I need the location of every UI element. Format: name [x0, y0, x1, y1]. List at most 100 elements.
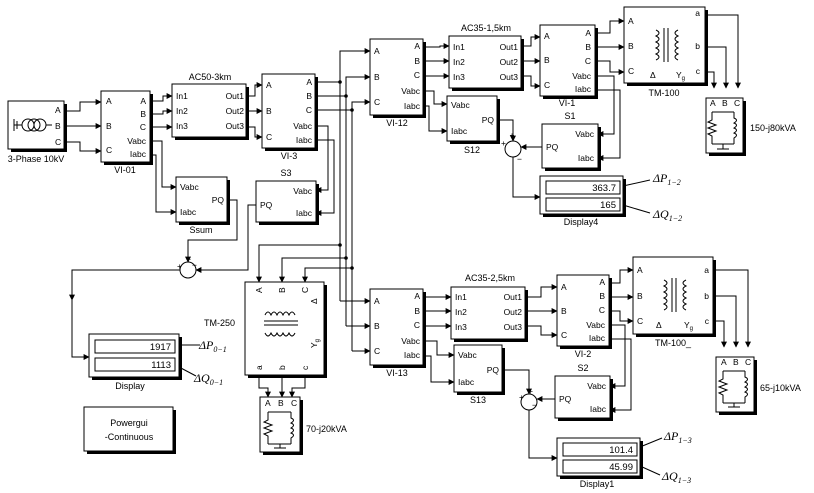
load-70-block[interactable]: A B C 70-j20kVA [259, 396, 347, 455]
load65-rl-icon [717, 370, 748, 408]
tm100-wye-symbol: Yg [676, 70, 685, 82]
sum01-minus: − [192, 260, 197, 270]
tm-250-transformer[interactable]: A B C a b c Δ Yg TM-250 [204, 281, 327, 378]
s2-in-i: Iabc [590, 404, 607, 414]
ac50-out3: Out3 [226, 121, 245, 131]
ac35-2-out1: Out1 [504, 292, 523, 302]
vi3-out-b: B [306, 91, 312, 101]
tm100-port-a2: a [695, 8, 700, 18]
load-65-block[interactable]: A B C 65-j10kVA [715, 356, 801, 415]
s3-label: S3 [280, 168, 291, 178]
ac35-1-line-block[interactable]: AC35-1,5km In1 In2 In3 Out1 Out2 Out3 [448, 23, 524, 91]
tm100-delta-symbol: Δ [650, 70, 656, 80]
s12-pq-block[interactable]: Vabc PQ Iabc S12 [446, 95, 500, 155]
ac50-in1: In1 [176, 91, 188, 101]
tm250-wye-symbol: Yg [309, 339, 321, 348]
powergui-line1: Powergui [110, 418, 148, 428]
ac35-1-in3: In3 [453, 72, 465, 82]
vi2-out-c: C [599, 305, 605, 315]
s1-out: PQ [546, 142, 559, 152]
s1-pq-block[interactable]: S1 PQ Vabc Iabc [541, 111, 601, 171]
tm100-port-c2: c [696, 66, 701, 76]
display4-symbol-2: ΔQ1−2 [652, 207, 682, 223]
s1-label: S1 [564, 111, 575, 121]
vi01-out-b: B [140, 109, 146, 119]
vi-2-block[interactable]: A B C A B C Vabc Iabc VI-2 [556, 274, 612, 359]
load65-port-c: C [745, 357, 751, 367]
ac35-2-in1: In1 [455, 292, 467, 302]
sum-block-01[interactable]: + − + [177, 254, 197, 279]
vi1-out-iabc: Iabc [575, 84, 592, 94]
sum13-minus: − [532, 400, 537, 410]
s13-in-v: Vabc [458, 350, 477, 360]
vi2-out-a: A [599, 277, 605, 287]
display1-label: Display1 [580, 479, 615, 489]
load150-port-a: A [710, 98, 716, 108]
s2-pq-block[interactable]: S2 PQ Vabc Iabc [554, 363, 613, 421]
s3-pq-block[interactable]: S3 PQ Vabc Iabc [255, 168, 319, 225]
display-symbol-1: ΔP0−1 [198, 338, 227, 354]
display-block[interactable]: 1917 1113 Display ΔP0−1 ΔQ0−1 [88, 333, 227, 391]
three-phase-source[interactable]: A B C 3-Phase 10kV [7, 100, 67, 164]
vi1-in-b: B [544, 55, 550, 65]
vi-3-block[interactable]: A B C A B C Vabc Iabc VI-3 [261, 73, 318, 161]
vi13-out-c: C [414, 320, 420, 330]
s1-in-v: Vabc [575, 129, 594, 139]
vi3-in-b: B [266, 106, 272, 116]
s13-label: S13 [470, 395, 486, 405]
vi3-out-a: A [306, 77, 312, 87]
source-port-c: C [55, 137, 61, 147]
vi-13-block[interactable]: A B C A B C Vabc Iabc VI-13 [369, 288, 426, 378]
tm250-coil-icon [264, 311, 298, 337]
tm-100-transformer[interactable]: A B C a b c Δ Yg TM-100 [623, 6, 708, 98]
sum-block-12[interactable]: + + − [501, 130, 522, 164]
ac50-label: AC50-3km [189, 72, 232, 82]
tm100b-delta-symbol: Δ [656, 320, 662, 330]
tm100b-port-c2: c [705, 316, 710, 326]
ac35-2-in3: In3 [455, 322, 467, 332]
ssum-pq-block[interactable]: Vabc PQ Iabc Ssum [175, 176, 230, 235]
load70-port-c: C [291, 398, 297, 408]
display4-block[interactable]: 363.7 165 Display4 ΔP1−2 ΔQ1−2 [539, 171, 682, 227]
load150-label: 150-j80kVA [750, 123, 796, 133]
tm100-label: TM-100 [648, 88, 679, 98]
vi13-in-c: C [374, 346, 380, 356]
vi2-in-a: A [561, 282, 567, 292]
tm250-delta-symbol: Δ [309, 298, 319, 304]
vi12-out-iabc: Iabc [404, 101, 421, 111]
vi-1-block[interactable]: A B C A B C Vabc Iabc VI-1 [539, 24, 598, 108]
vi-12-block[interactable]: A B C A B C Vabc Iabc VI-12 [369, 38, 426, 128]
vi1-in-c: C [544, 80, 550, 90]
load70-port-b: B [278, 398, 284, 408]
vi2-in-b: B [561, 306, 567, 316]
powergui-block[interactable]: Powergui -Continuous [83, 406, 176, 454]
vi1-out-b: B [585, 42, 591, 52]
s3-in-v: Vabc [293, 186, 312, 196]
tm250-port-a: A [254, 287, 264, 293]
source-port-b: B [55, 121, 61, 131]
ac35-1-in2: In2 [453, 57, 465, 67]
display4-value-1: 363.7 [592, 183, 616, 194]
ac35-2-line-block[interactable]: AC35-2,5km In1 In2 In3 Out1 Out2 Out3 [450, 273, 528, 342]
ssum-in-i: Iabc [180, 207, 197, 217]
vi01-label: VI-01 [114, 165, 136, 175]
load65-label: 65-j10kVA [760, 383, 801, 393]
display1-block[interactable]: 101.4 45.99 Display1 ΔP1−3 ΔQ1−3 [556, 429, 692, 489]
vi12-out-b: B [414, 56, 420, 66]
load65-port-b: B [733, 357, 739, 367]
ac50-line-block[interactable]: AC50-3km In1 In2 In3 Out1 Out2 Out3 [171, 72, 249, 140]
ac35-1-out3: Out3 [500, 72, 519, 82]
s13-pq-block[interactable]: Vabc PQ Iabc S13 [453, 344, 505, 405]
vi13-out-a: A [414, 291, 420, 301]
vi01-out-iabc: Iabc [130, 149, 147, 159]
load-150-block[interactable]: A B C 150-j80kVA [705, 97, 796, 156]
vi-01-block[interactable]: A B C A B C Vabc Iabc VI-01 [100, 90, 153, 175]
vi2-out-b: B [599, 291, 605, 301]
s12-label: S12 [464, 145, 480, 155]
sum12-plus-a: + [510, 130, 515, 140]
tm100-port-b: B [628, 41, 634, 51]
ac50-out2: Out2 [226, 106, 245, 116]
tm-100b-transformer[interactable]: A B C a b c Δ Yg TM-100_ [632, 256, 716, 348]
sum-block-13[interactable]: + + − [519, 386, 538, 411]
vi12-in-c: C [374, 97, 380, 107]
